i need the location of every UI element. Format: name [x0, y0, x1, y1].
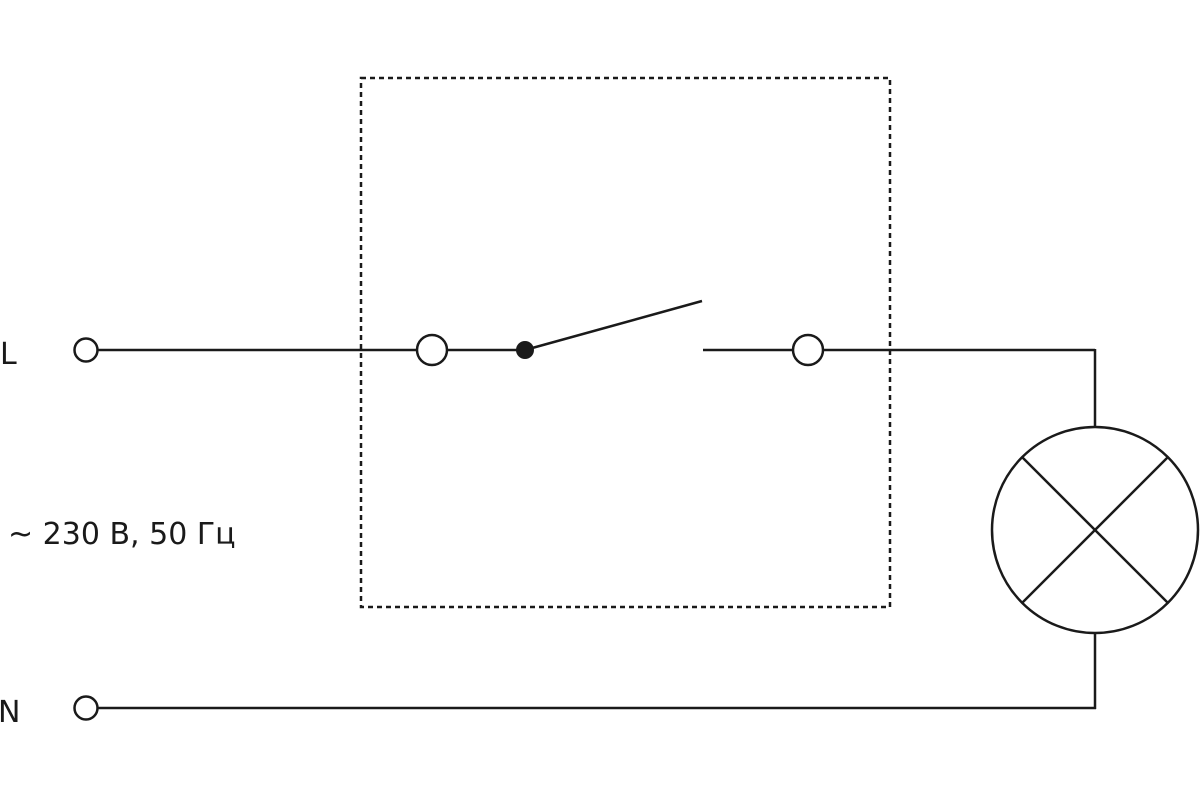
- line-label: L: [0, 337, 17, 372]
- neutral-terminal: [73, 695, 99, 721]
- lamp-cross-b: [1021, 456, 1169, 604]
- switch-enclosure: [359, 76, 892, 609]
- supply-label: ~ 230 В, 50 Гц: [8, 517, 236, 552]
- switch-contact-lever: [524, 299, 703, 352]
- neutral-label: N: [0, 695, 20, 730]
- line-terminal: [73, 337, 99, 363]
- switch-input-terminal: [415, 333, 449, 367]
- switch-output-terminal: [791, 333, 825, 367]
- switch-pivot-dot: [516, 341, 534, 359]
